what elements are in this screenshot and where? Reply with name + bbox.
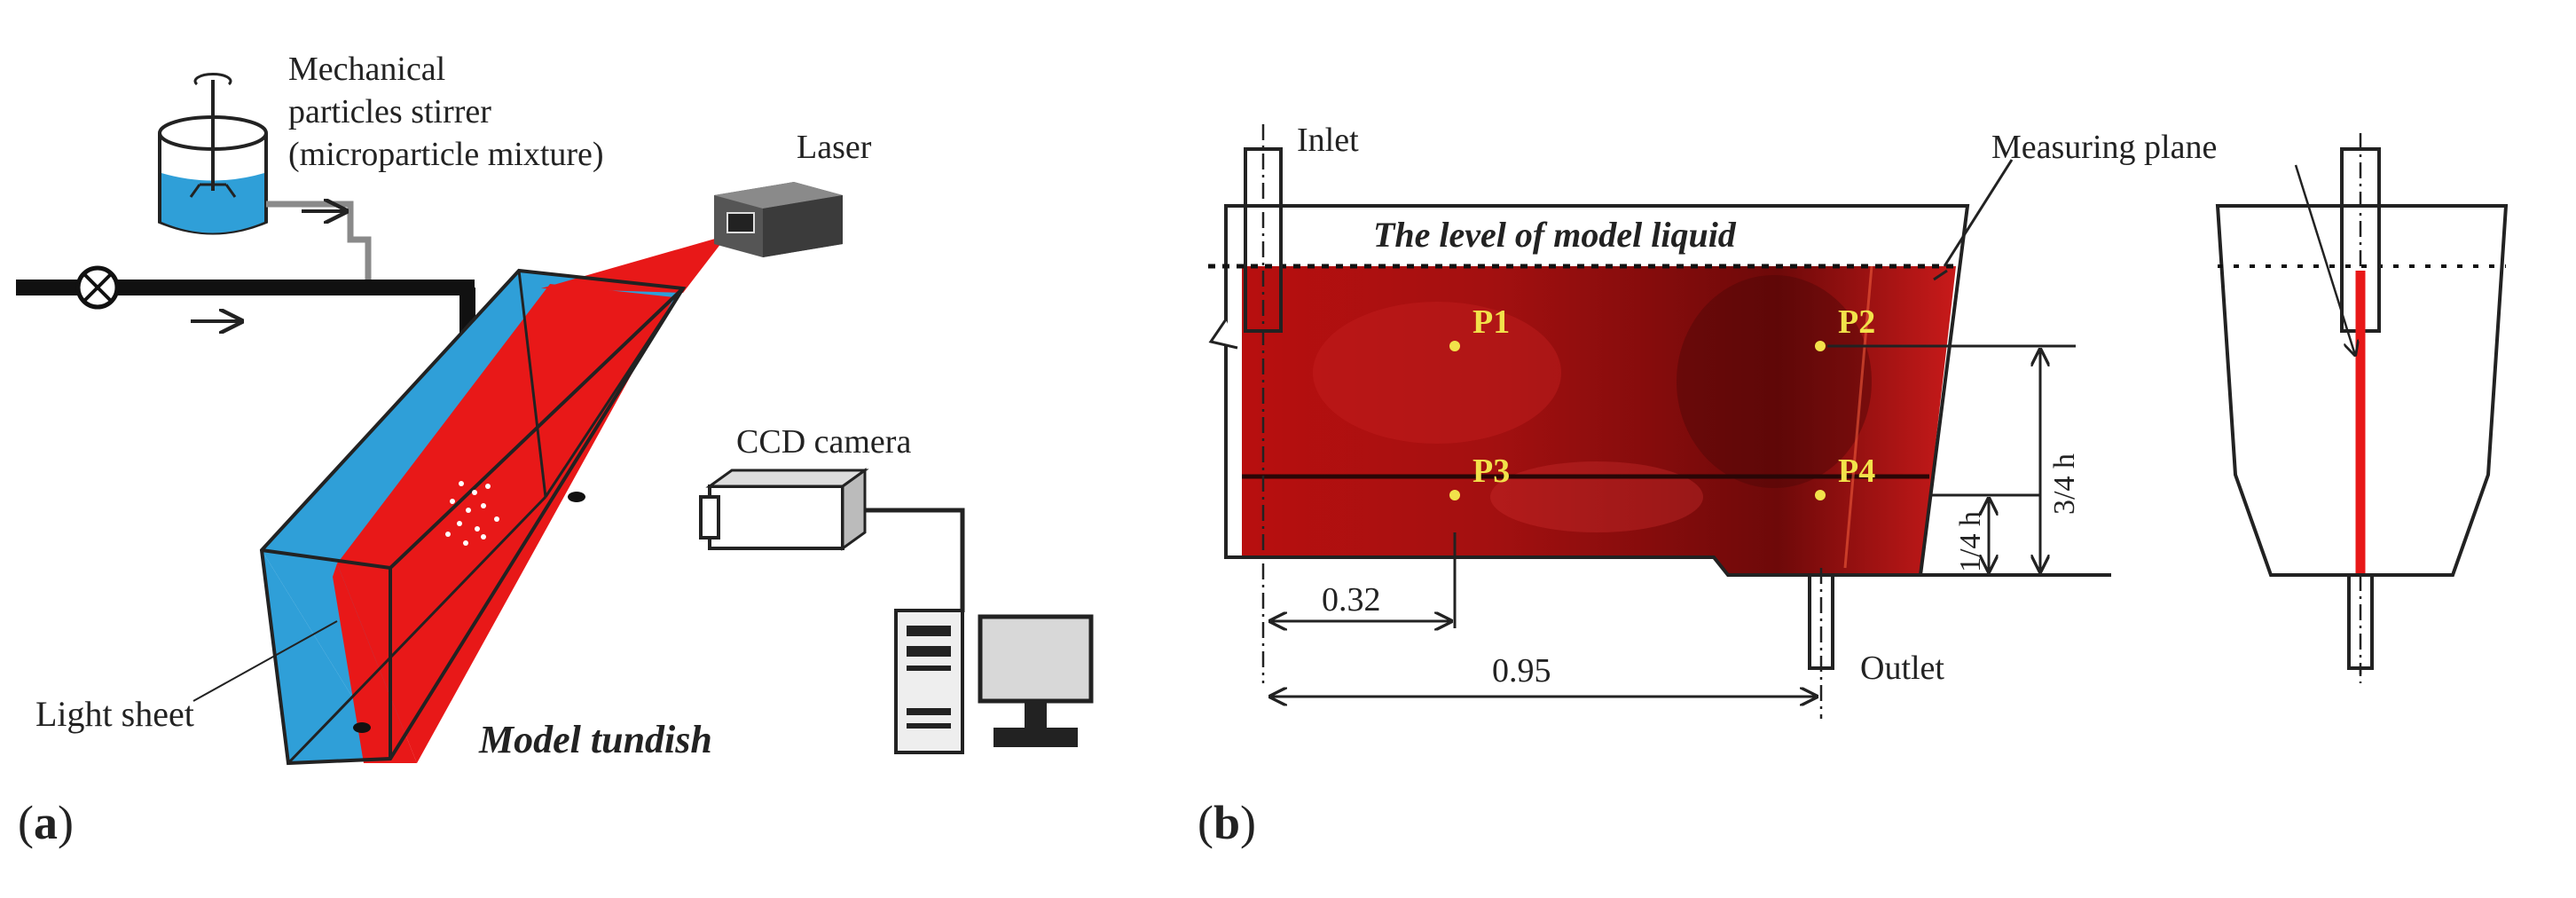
tank-image — [1242, 265, 1956, 575]
laser-device — [714, 182, 843, 257]
model-tundish — [259, 235, 727, 766]
stirrer-label-line2: particles stirrer — [288, 93, 491, 130]
tundish-label: Model tundish — [478, 718, 712, 761]
panel-b-tag: (b) — [1198, 796, 1256, 849]
point-p2-marker — [1815, 341, 1826, 351]
point-p3-marker — [1449, 490, 1460, 500]
ccd-camera — [699, 468, 965, 612]
stirrer-label-line1: Mechanical — [288, 51, 445, 88]
dim-quarter-h-label: 1/4 h — [1954, 511, 1987, 572]
side-view — [2215, 133, 2509, 683]
inlet-nozzle — [1244, 124, 1283, 683]
panel-a: Mechanical particles stirrer (microparti… — [16, 51, 1094, 849]
point-p4-label: P4 — [1838, 453, 1875, 490]
point-p2-label: P2 — [1838, 303, 1875, 341]
laser-label: Laser — [797, 129, 872, 166]
panel-b: P1 P2 P3 P4 Inlet Outle — [1198, 122, 2509, 849]
outlet-nozzle — [1808, 568, 1834, 719]
stirrer-label-line3: (microparticle mixture) — [288, 136, 604, 173]
stirrer-vessel — [158, 73, 372, 293]
dim-three-quarter-h-label: 3/4 h — [2048, 453, 2081, 515]
dimension-lines — [1270, 159, 2076, 697]
point-p4-marker — [1815, 490, 1826, 500]
particle-cloud — [445, 481, 499, 546]
outlet-label: Outlet — [1860, 650, 1944, 687]
computer — [894, 609, 1094, 754]
dim-095-label: 0.95 — [1492, 652, 1551, 689]
tank-outline — [1208, 204, 2111, 577]
point-p3-label: P3 — [1473, 453, 1510, 490]
panel-a-tag: (a) — [18, 796, 74, 849]
dim-032-label: 0.32 — [1322, 581, 1381, 618]
rotation-arrow-icon — [193, 73, 232, 86]
monitor — [978, 614, 1094, 704]
point-p1-label: P1 — [1473, 303, 1510, 341]
inlet-label: Inlet — [1297, 122, 1359, 159]
measuring-plane-label: Measuring plane — [1991, 129, 2217, 166]
light-sheet-label: Light sheet — [35, 694, 194, 734]
point-p1-marker — [1449, 341, 1460, 351]
liquid-level-label: The level of model liquid — [1373, 215, 1737, 255]
camera-label: CCD camera — [736, 423, 911, 461]
